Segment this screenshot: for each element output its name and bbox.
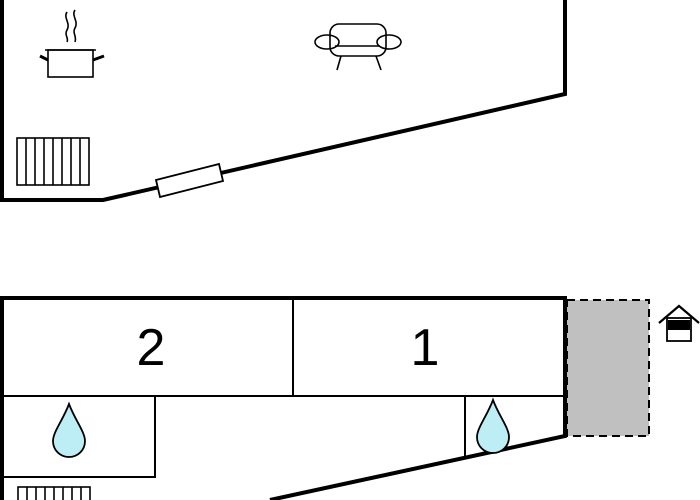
wall-bathroom-left <box>2 396 156 478</box>
upper-floor <box>0 0 567 202</box>
radiator-icon <box>16 137 90 186</box>
outdoor-area <box>566 299 650 437</box>
entrance-house-icon <box>658 304 700 342</box>
water-drop-icon <box>52 401 86 458</box>
cooking-pot-icon <box>39 9 105 78</box>
sofa-icon <box>314 23 402 71</box>
lower-floor: 2 1 <box>0 296 700 500</box>
lower-floor-outer-wall <box>0 296 567 500</box>
room-number-2: 2 <box>137 319 166 377</box>
room-number-1: 1 <box>411 319 440 377</box>
radiator-icon <box>17 486 91 500</box>
window-icon <box>154 162 225 199</box>
upper-floor-outer-wall <box>0 0 567 202</box>
water-drop-icon <box>476 397 510 454</box>
